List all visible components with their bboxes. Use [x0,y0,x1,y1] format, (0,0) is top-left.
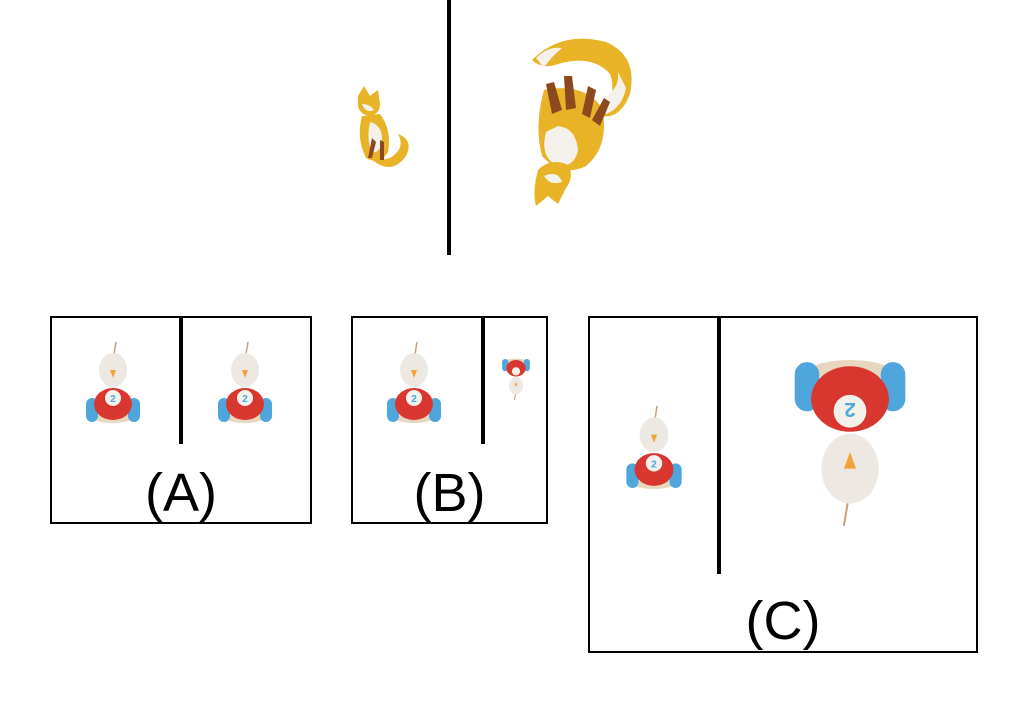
toy-bird-car-icon: 2 [86,341,140,423]
option-a-label: (A) [145,463,217,523]
toy-bird-car-large-upside-down-icon: 2 [794,360,906,527]
fox-large-upside-down-icon [532,38,632,206]
toy-bird-car-small-upside-down-icon [502,358,530,401]
svg-text:2: 2 [651,459,657,470]
option-c-label: (C) [745,591,821,651]
option-a-divider-line [179,318,183,444]
toy-bird-car-icon: 2 [626,405,682,489]
option-c-panel[interactable]: 2 2 (C) [588,316,978,653]
toy-bird-car-icon: 2 [387,341,441,423]
option-b-divider-line [481,318,485,444]
option-b-panel[interactable]: 2 (B) [351,316,548,524]
example-divider-line [447,0,451,255]
toy-bird-car-icon: 2 [218,341,272,423]
svg-text:2: 2 [844,398,855,421]
option-a-panel[interactable]: 2 2 (A) [50,316,312,524]
option-c-divider-line [717,318,721,574]
option-b-label: (B) [413,463,486,523]
fox-small-icon [358,86,409,167]
svg-text:2: 2 [411,394,417,405]
svg-text:2: 2 [242,394,248,405]
svg-text:2: 2 [110,394,116,405]
